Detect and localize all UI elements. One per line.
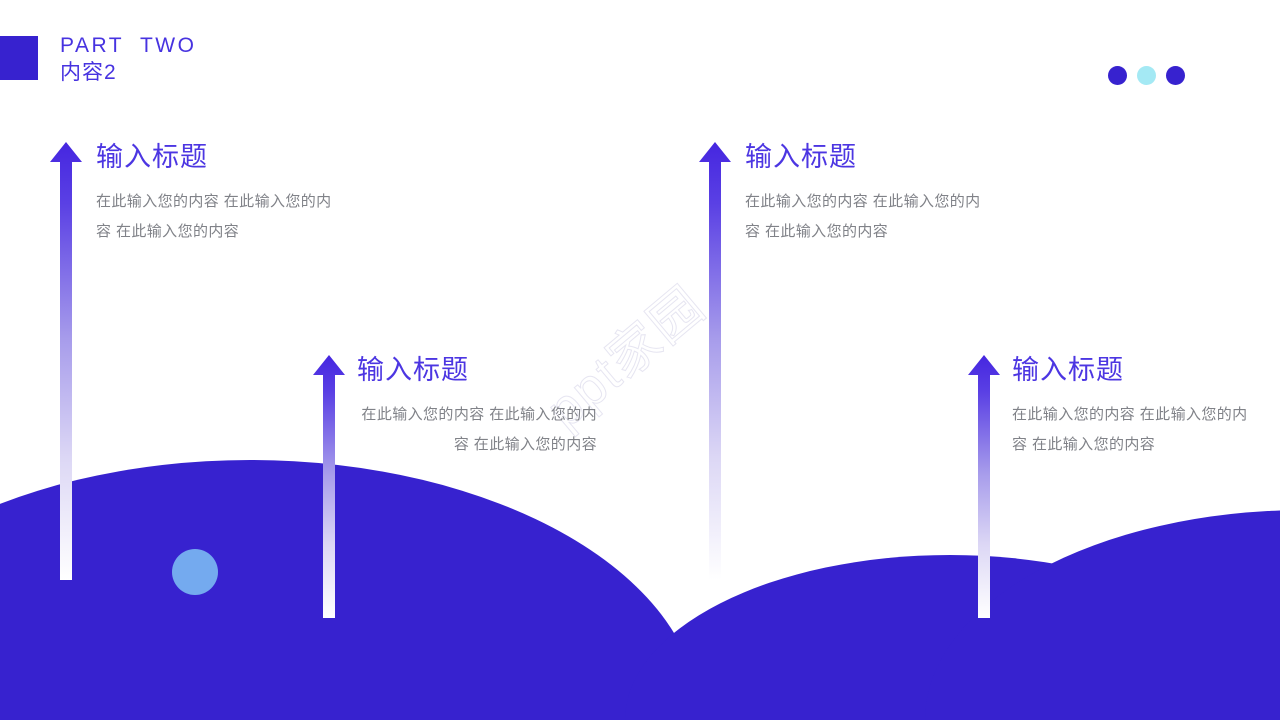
content-block-4-body: 输入标题 在此输入您的内容 在此输入您的内容 在此输入您的内容 — [1012, 355, 1262, 461]
header-dots-group — [1108, 66, 1185, 85]
slide-header: PART TWO 内容2 — [60, 34, 196, 86]
block-desc-4: 在此输入您的内容 在此输入您的内容 在此输入您的内容 — [1012, 405, 1248, 454]
content-block-2-body: 输入标题 在此输入您的内容 在此输入您的内容 在此输入您的内容 — [357, 355, 597, 461]
block-desc-3: 在此输入您的内容 在此输入您的内容 在此输入您的内容 — [745, 192, 981, 241]
dot-icon-2 — [1137, 66, 1156, 85]
block-desc-1: 在此输入您的内容 在此输入您的内容 在此输入您的内容 — [96, 192, 332, 241]
up-arrow-icon-1 — [50, 142, 82, 580]
up-arrow-icon-2 — [313, 355, 345, 618]
page-title-en: PART TWO — [60, 34, 197, 57]
up-arrow-icon-4 — [968, 355, 1000, 618]
block-title-1: 输入标题 — [96, 142, 208, 172]
block-desc-2: 在此输入您的内容 在此输入您的内容 在此输入您的内容 — [361, 405, 597, 454]
up-arrow-icon-3 — [699, 142, 731, 580]
accent-circle-decoration — [172, 549, 218, 595]
block-title-4: 输入标题 — [1012, 355, 1124, 385]
dot-icon-3 — [1166, 66, 1185, 85]
dot-icon-1 — [1108, 66, 1127, 85]
block-title-3: 输入标题 — [745, 142, 857, 172]
block-title-2: 输入标题 — [357, 355, 469, 385]
hill-shape-left — [0, 460, 700, 720]
header-accent-bar — [0, 36, 38, 80]
content-block-3-body: 输入标题 在此输入您的内容 在此输入您的内容 在此输入您的内容 — [745, 142, 985, 248]
content-block-1-body: 输入标题 在此输入您的内容 在此输入您的内容 在此输入您的内容 — [96, 142, 336, 248]
page-title-cn: 内容2 — [60, 60, 117, 84]
